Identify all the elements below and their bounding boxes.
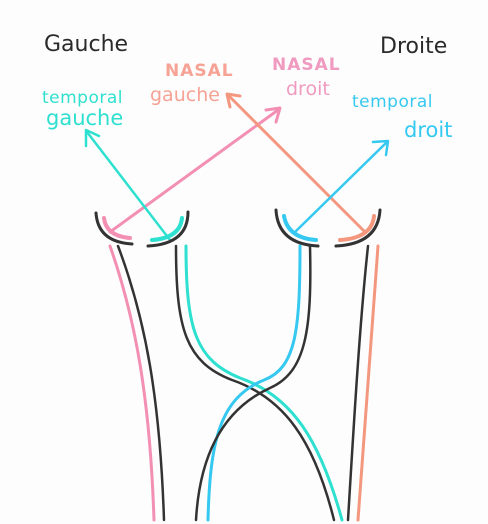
left-eye-pink-arc: [102, 216, 132, 240]
label-nasal-droit-1: NASAL: [272, 55, 341, 75]
right-eye-blue-arc: [282, 214, 318, 242]
nasal-right-arrow-line: [226, 93, 367, 234]
left-pink-fiber: [108, 244, 156, 522]
right-outer-black-fiber: [346, 244, 370, 522]
label-nasal-droit-2: droit: [286, 78, 330, 100]
label-temporal-gauche-2: gauche: [46, 106, 124, 130]
label-nasal-gauche-1: NASAL: [165, 61, 234, 81]
label-temporal-droit-1: temporal: [352, 92, 434, 112]
right-eye-outer-nasal-arc: [334, 208, 382, 248]
nasal-right-arrowhead: [225, 92, 242, 109]
left-temporal-fiber-crossing: [184, 244, 344, 522]
temporal-left-arrowhead: [84, 128, 101, 148]
right-eye-salmon-arc: [338, 214, 376, 242]
left-outer-black-fiber: [116, 244, 166, 522]
nasal-left-arrowhead: [264, 106, 282, 124]
label-temporal-gauche-1: temporal: [42, 88, 124, 108]
left-eye-outer-temporal-arc: [146, 210, 190, 248]
left-eye-outer-nasal-arc: [94, 211, 134, 246]
right-salmon-fiber: [356, 244, 380, 522]
label-temporal-droit-2: droit: [404, 118, 453, 142]
right-temporal-fiber-crossing: [206, 244, 302, 522]
right-inner-black-fiber-crossing: [194, 244, 312, 522]
temporal-right-arrowhead: [371, 139, 390, 157]
temporal-right-arrow-line: [293, 140, 389, 234]
nasal-left-arrow-line: [108, 108, 280, 234]
left-inner-black-fiber-crossing: [174, 244, 336, 522]
label-gauche: Gauche: [44, 32, 129, 57]
label-nasal-gauche-2: gauche: [150, 84, 220, 106]
temporal-left-arrow-line: [85, 130, 172, 242]
left-eye-teal-arc: [150, 216, 184, 242]
label-droite: Droite: [380, 34, 448, 59]
